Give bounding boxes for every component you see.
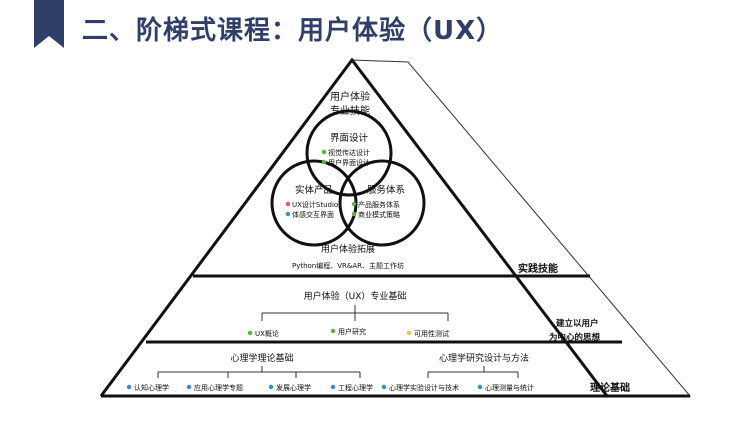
bottom-left-item: 认知心理学: [134, 383, 169, 392]
bullet-dot-icon: [321, 149, 327, 155]
bullet-dot-icon: [406, 330, 412, 336]
venn-left-item: UX设计Studio: [292, 200, 338, 209]
venn-left-title: 实体产品: [295, 184, 333, 196]
side-label-user-centered-line1: 建立以用户: [555, 318, 599, 329]
venn-circle-service-system: [338, 159, 426, 247]
bottom-right-bracket: [427, 366, 519, 378]
bullet-dot-icon: [477, 384, 483, 390]
bottom-left-item: 工程心理学: [338, 383, 373, 392]
top-tier-heading-line1: 用户体验: [330, 90, 370, 103]
venn-right-item: 商业模式策略: [358, 210, 400, 219]
pyramid-side-face: [350, 59, 692, 397]
bottom-left-item: 发展心理学: [276, 383, 311, 392]
bottom-left-title: 心理学理论基础: [230, 352, 293, 364]
venn-right-title: 服务体系: [367, 184, 405, 196]
bullet-dot-icon: [247, 330, 253, 336]
extension-items: Python编程、VR&AR、主题工作坊: [292, 261, 404, 270]
bullet-dot-icon: [351, 201, 357, 207]
venn-top-title: 界面设计: [330, 132, 369, 144]
venn-circle-physical-product: [270, 159, 358, 247]
bottom-right-item: 心理学实验设计与技术: [389, 383, 459, 392]
bullet-dot-icon: [268, 384, 274, 390]
pyramid-front-outline: [99, 57, 609, 397]
bullet-dot-icon: [126, 384, 132, 390]
bottom-left-bracket: [157, 366, 361, 378]
bullet-dot-icon: [186, 384, 192, 390]
bullet-dot-icon: [285, 211, 291, 217]
bullet-dot-icon: [381, 384, 387, 390]
venn-top-item: 视觉传达设计: [328, 148, 370, 157]
side-label-practice-skills: 实践技能: [518, 262, 558, 275]
venn-right-item: 产品服务体系: [358, 200, 400, 209]
side-label-user-centered-line2: 为中心的思想: [549, 332, 601, 343]
bottom-right-item: 心理测量与统计: [485, 383, 534, 392]
bullet-dot-icon: [321, 159, 327, 165]
title-bar: 二、阶梯式课程：用户体验（UX）: [0, 0, 750, 58]
bullet-dot-icon: [351, 211, 357, 217]
venn-top-item: 用户界面设计: [328, 158, 370, 167]
bullet-dot-icon: [330, 384, 336, 390]
extension-title: 用户体验拓展: [321, 243, 375, 255]
bookmark-ribbon-icon: [34, 0, 64, 48]
middle-tier-item: 用户研究: [338, 327, 366, 336]
middle-tier-bracket: [261, 305, 449, 321]
side-label-theory-foundation: 理论基础: [590, 381, 630, 394]
bullet-dot-icon: [285, 201, 291, 207]
middle-tier-item: 可用性测试: [414, 329, 449, 338]
middle-tier-title: 用户体验（UX）专业基础: [304, 290, 407, 302]
venn-left-item: 体感交互界面: [292, 210, 334, 219]
bullet-dot-icon: [330, 328, 336, 334]
bottom-right-title: 心理学研究设计与方法: [439, 352, 529, 364]
middle-tier-item: UX概论: [255, 329, 279, 338]
bottom-left-item: 应用心理学专题: [194, 383, 243, 392]
venn-circle-interface-design: [305, 109, 393, 197]
slide-title: 二、阶梯式课程：用户体验（UX）: [82, 16, 504, 46]
